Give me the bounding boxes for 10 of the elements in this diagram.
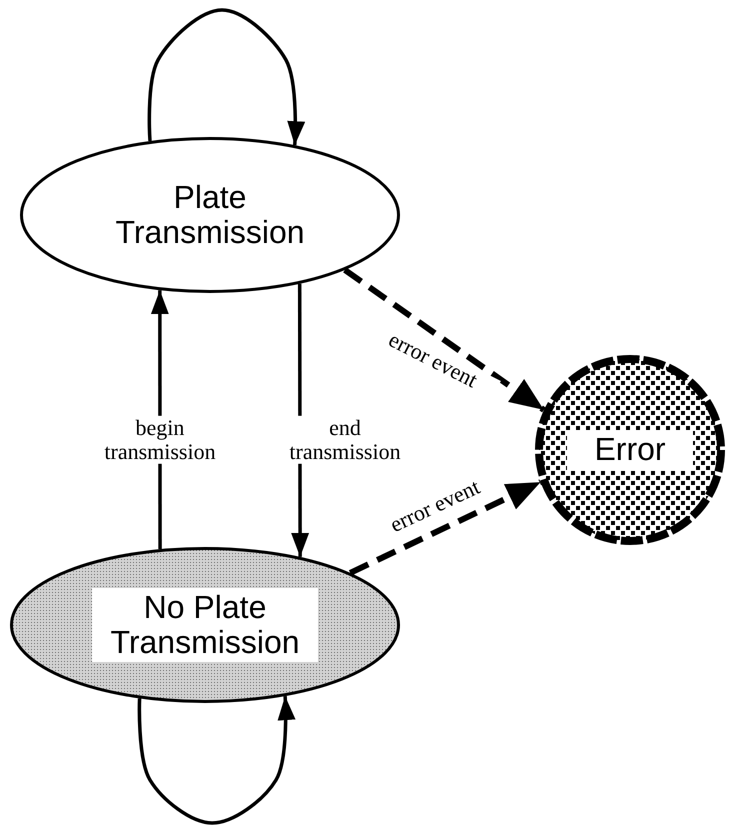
state-label: No Plate Transmission [92, 588, 318, 662]
state-label: Plate Transmission [114, 180, 306, 250]
state-ellipse [20, 137, 400, 293]
state-ellipse [10, 547, 400, 703]
state-label: Error [567, 430, 693, 470]
dashed-arrow [348, 479, 542, 576]
dashed-arrow [343, 268, 546, 412]
error-circle [535, 355, 725, 545]
self-loop-arrow [148, 8, 306, 146]
self-loop-arrow [138, 696, 296, 825]
